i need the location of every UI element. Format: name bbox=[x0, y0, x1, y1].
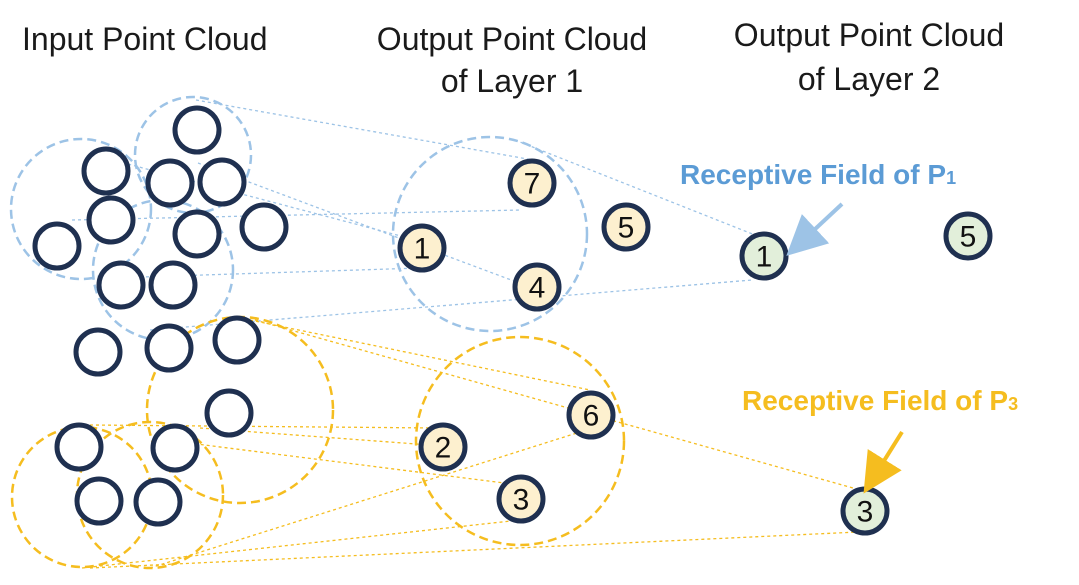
input-point bbox=[144, 323, 194, 373]
layer1-label-7: 7 bbox=[524, 168, 541, 201]
input-point bbox=[96, 260, 146, 310]
input-point bbox=[197, 157, 247, 207]
layer1-label-5: 5 bbox=[618, 212, 635, 245]
annotation-receptive-field-p3: Receptive Field of P3 bbox=[742, 385, 1018, 494]
input-point bbox=[172, 105, 222, 155]
header-layer2-line1: Output Point Cloud bbox=[734, 17, 1004, 53]
blue-input-group-circle bbox=[9, 137, 153, 281]
input-point bbox=[81, 146, 131, 196]
input-point bbox=[150, 423, 200, 473]
rf-p1-arrow bbox=[786, 202, 844, 256]
input-point bbox=[172, 209, 222, 259]
header-layer2-line2: of Layer 2 bbox=[798, 61, 940, 97]
input-point bbox=[204, 388, 254, 438]
layer2-node-5: 5 bbox=[943, 211, 993, 261]
annotation-receptive-field-p1: Receptive Field of P1 bbox=[680, 159, 956, 256]
input-point bbox=[74, 476, 124, 526]
rf-p3-arrow bbox=[863, 430, 904, 494]
input-point bbox=[86, 195, 136, 245]
layer2-node-3: 3 bbox=[840, 486, 890, 536]
svg-text:Receptive Field of P1: Receptive Field of P1 bbox=[680, 159, 956, 190]
header-layer1-line1: Output Point Cloud bbox=[377, 21, 647, 57]
input-point bbox=[212, 315, 262, 365]
layer1-label-6: 6 bbox=[583, 400, 600, 433]
orange-connection-lines bbox=[81, 319, 861, 569]
layer1-node-1: 1 bbox=[397, 223, 447, 273]
layer2-label-5: 5 bbox=[960, 221, 977, 254]
input-point bbox=[32, 221, 82, 271]
layer1-label-1: 1 bbox=[414, 233, 431, 266]
input-point bbox=[148, 260, 198, 310]
layer1-node-5: 5 bbox=[601, 202, 651, 252]
input-point bbox=[239, 202, 289, 252]
header-input-point-cloud: Input Point Cloud bbox=[22, 21, 268, 57]
layer1-node-4: 4 bbox=[512, 262, 562, 312]
rf-p1-subscript: 1 bbox=[946, 168, 956, 188]
layer1-label-2: 2 bbox=[435, 432, 452, 465]
rf-p3-subscript: 3 bbox=[1008, 394, 1018, 414]
rf-p3-text: Receptive Field of P bbox=[742, 385, 1008, 416]
input-point bbox=[73, 327, 123, 377]
svg-text:Receptive Field of P3: Receptive Field of P3 bbox=[742, 385, 1018, 416]
blue-connection-lines bbox=[71, 99, 761, 331]
input-point bbox=[145, 158, 195, 208]
header-layer1-line2: of Layer 1 bbox=[441, 63, 583, 99]
input-point bbox=[54, 422, 104, 472]
layer2-point-cloud: 1 5 3 bbox=[739, 211, 993, 536]
input-point bbox=[133, 477, 183, 527]
rf-p1-text: Receptive Field of P bbox=[680, 159, 946, 190]
layer2-label-1: 1 bbox=[756, 241, 773, 274]
layer2-label-3: 3 bbox=[857, 496, 874, 529]
layer1-node-7: 7 bbox=[507, 158, 557, 208]
layer1-node-6: 6 bbox=[566, 390, 616, 440]
layer2-node-1: 1 bbox=[739, 231, 789, 281]
layer1-point-cloud: 7 1 5 4 6 2 3 bbox=[397, 158, 651, 524]
blue-layer1-group-circle bbox=[391, 135, 589, 333]
orange-layer1-group-circle bbox=[414, 335, 626, 547]
layer1-node-2: 2 bbox=[418, 422, 468, 472]
input-point-cloud bbox=[32, 105, 289, 527]
layer1-label-3: 3 bbox=[513, 484, 530, 517]
layer1-node-3: 3 bbox=[496, 474, 546, 524]
layer1-label-4: 4 bbox=[529, 272, 546, 305]
